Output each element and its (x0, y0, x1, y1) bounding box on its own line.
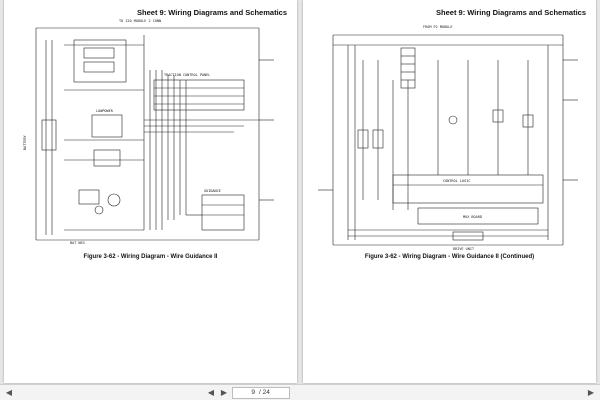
schem-label-top: TO 120 MODULE 2 CONN (119, 19, 161, 23)
scroll-left-button[interactable]: ◀ (5, 388, 13, 397)
sheet-title: Sheet 9: Wiring Diagrams and Schematics (436, 8, 586, 17)
page-number-current[interactable]: 9 (251, 389, 255, 396)
previous-page-button[interactable]: ◀ (207, 388, 215, 397)
schem-label-guidance: GUIDANCE (204, 189, 221, 193)
page-number-field[interactable]: 9 / 24 (232, 387, 290, 399)
schem-label-mux: MUX BOARD (463, 215, 482, 219)
schem-label-battery: BATTERY (23, 134, 27, 150)
wiring-schematic-left: TO 120 MODULE 2 CONN BATTERY TRACTION CO… (23, 19, 274, 245)
schem-label-control-panel: TRACTION CONTROL PANEL (164, 73, 210, 77)
wiring-schematic-right: FROM P2 MODULE CONTROL LOGIC MUX BOARD D… (318, 25, 578, 251)
schem-label-drive: DRIVE UNIT (453, 247, 475, 251)
schem-label-top: FROM P2 MODULE (423, 25, 453, 29)
page-number-total: / 24 (259, 389, 270, 396)
sheet-title: Sheet 9: Wiring Diagrams and Schematics (137, 8, 287, 17)
viewer-toolbar: ◀ ◀ ▶ 9 / 24 ▶ (0, 384, 600, 400)
schem-label-control-logic: CONTROL LOGIC (443, 179, 470, 183)
schem-label-lowpower: LOWPOWER (96, 109, 114, 113)
document-page-right: Sheet 9: Wiring Diagrams and Schematics (303, 0, 596, 383)
scroll-right-button[interactable]: ▶ (587, 388, 595, 397)
figure-caption: Figure 3-62 - Wiring Diagram - Wire Guid… (83, 254, 218, 260)
schem-label-bottom: BAT NEG (70, 241, 85, 245)
document-page-left: Sheet 9: Wiring Diagrams and Schematics (4, 0, 297, 383)
figure-caption: Figure 3-62 - Wiring Diagram - Wire Guid… (364, 254, 535, 260)
next-page-button[interactable]: ▶ (220, 388, 228, 397)
